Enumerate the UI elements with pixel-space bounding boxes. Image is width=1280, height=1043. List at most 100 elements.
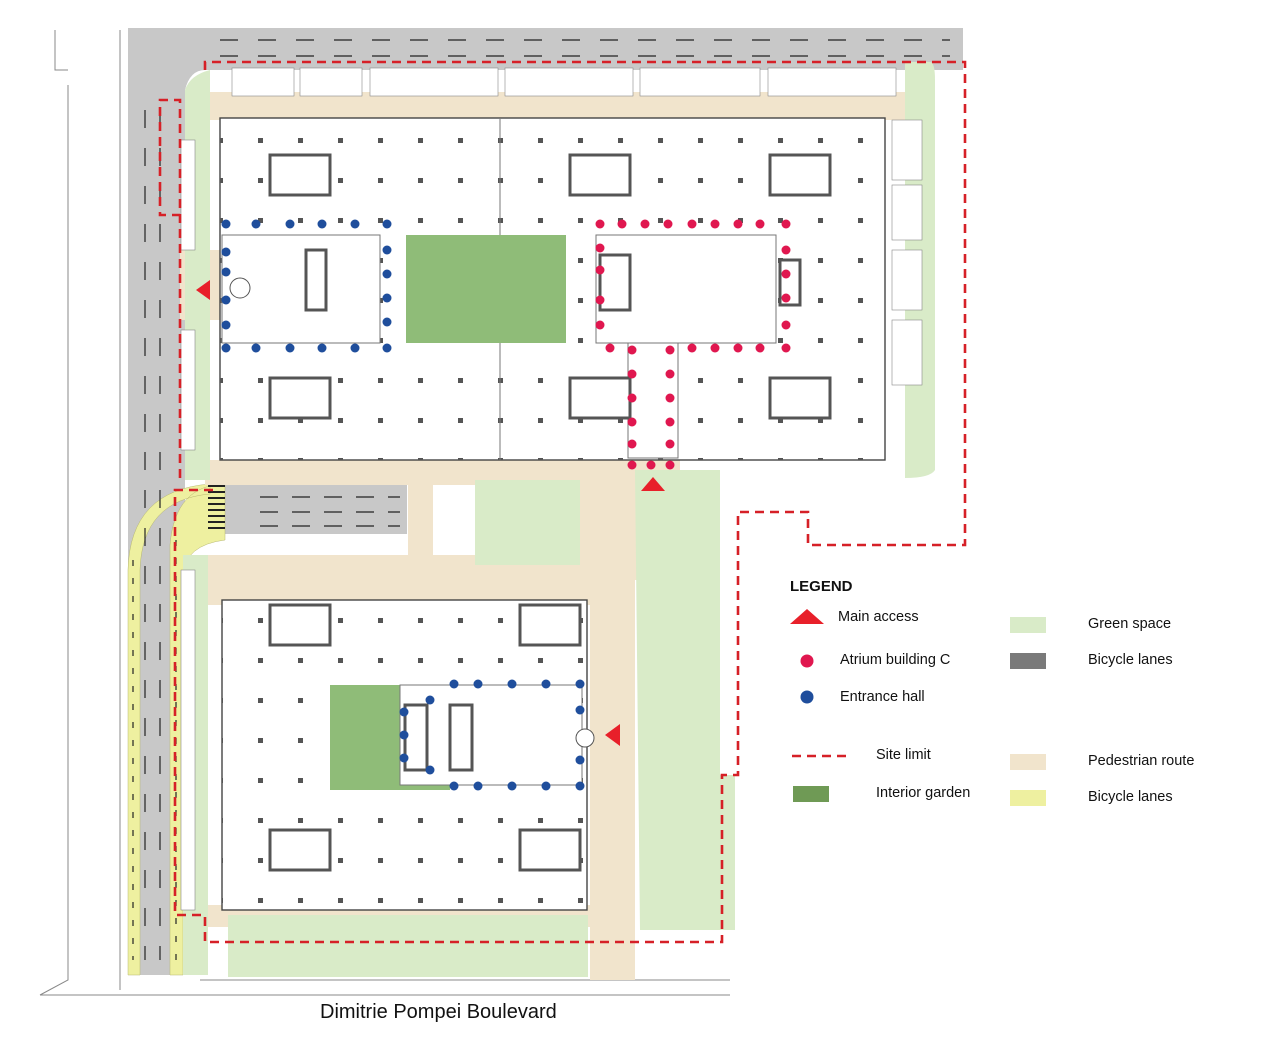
atrium-dot [755,219,765,229]
atrium-dot [687,219,697,229]
entrance-dot [221,219,231,229]
atrium-dot [627,417,637,427]
entrance-dot [285,343,295,353]
entrance-dot [399,753,409,763]
interior-garden-north [406,235,566,343]
entrance-dot [350,343,360,353]
atrium-dot [781,245,791,255]
site-outline [39,30,730,996]
legend-atrium-label: Atrium building C [840,652,951,668]
crosswalk [208,485,225,529]
legend-pedestrian-label: Pedestrian route [1088,753,1195,769]
entrance-dot [449,781,459,791]
atrium-dot [665,439,675,449]
entrance-dot [382,293,392,303]
atrium-dot [687,343,697,353]
legend-main-access-label: Main access [838,609,919,625]
legend-pedestrian-swatch [1010,754,1046,770]
legend-interior-garden-label: Interior garden [876,785,971,801]
atrium-dot [710,343,720,353]
main-access-east [605,724,620,746]
entrance-dot [382,269,392,279]
entrance-dot [382,343,392,353]
atrium-dot [755,343,765,353]
legend-title: LEGEND [790,578,853,595]
atrium-dot [627,369,637,379]
entrance-dot [575,679,585,689]
atrium-dot [665,417,675,427]
legend-bicycle-yellow-swatch [1010,790,1046,806]
atrium-dot [665,369,675,379]
entrance-dot [575,781,585,791]
legend-bicycle-yellow-label: Bicycle lanes [1088,789,1173,805]
ramp-road [222,482,407,534]
atrium-dot [781,293,791,303]
atrium-dot [595,295,605,305]
atrium-dot [665,460,675,470]
legend-atrium-icon [800,654,814,668]
legend-green-space-swatch [1010,617,1046,633]
entrance-dot [317,343,327,353]
road-arrows [132,39,950,960]
atrium-dot [595,219,605,229]
atrium-dot [646,460,656,470]
legend-bicycle-grey-label: Bicycle lanes [1088,652,1173,668]
legend-site-limit-label: Site limit [876,747,931,763]
entrance-dot [425,765,435,775]
entrance-dot [449,679,459,689]
atrium-markers [595,219,791,470]
entrance-hall-markers [221,219,585,791]
atrium-dot [595,265,605,275]
entrance-dot [425,695,435,705]
atrium-dot [617,219,627,229]
legend-main-access-icon [790,609,824,624]
entrance-dot [251,219,261,229]
atrium-dot [640,219,650,229]
legend-green-space-label: Green space [1088,616,1172,632]
atrium-dot [781,320,791,330]
legend-interior-garden-swatch [793,786,829,802]
entrance-dot [507,781,517,791]
entrance-dot [221,267,231,277]
atrium-dot [733,219,743,229]
entrance-hall-north [221,234,381,344]
atrium-dot [781,343,791,353]
entrance-dot [575,705,585,715]
entrance-dot [382,245,392,255]
atrium-dot [595,320,605,330]
entrance-dot [541,781,551,791]
atrium-dot [605,343,615,353]
entrance-dot [399,730,409,740]
entrance-dot [251,343,261,353]
main-access-center [641,477,665,491]
atrium-dot [733,343,743,353]
site-limit [158,60,967,944]
parking-west [180,139,196,911]
atrium-dot [781,269,791,279]
entrance-dot [382,317,392,327]
atrium-dot [710,219,720,229]
atrium-dot [665,345,675,355]
entrance-dot [507,679,517,689]
atrium-dot [665,393,675,403]
entrance-dot [575,755,585,765]
atrium-dot [627,439,637,449]
entrance-dot [221,247,231,257]
entrance-dot [221,320,231,330]
atrium-dot [627,393,637,403]
entrance-dot [221,343,231,353]
parking-north [231,67,897,97]
atrium-dot [627,460,637,470]
entrance-dot [285,219,295,229]
atrium-dot [781,219,791,229]
atrium-dot [663,219,673,229]
atrium-dot [595,243,605,253]
north-road [128,28,963,70]
entrance-dot [399,707,409,717]
entrance-dot [473,679,483,689]
entrance-dot [541,679,551,689]
street-label: Dimitrie Pompei Boulevard [320,1001,557,1023]
building-south [221,599,595,911]
legend-bicycle-grey-swatch [1010,653,1046,669]
